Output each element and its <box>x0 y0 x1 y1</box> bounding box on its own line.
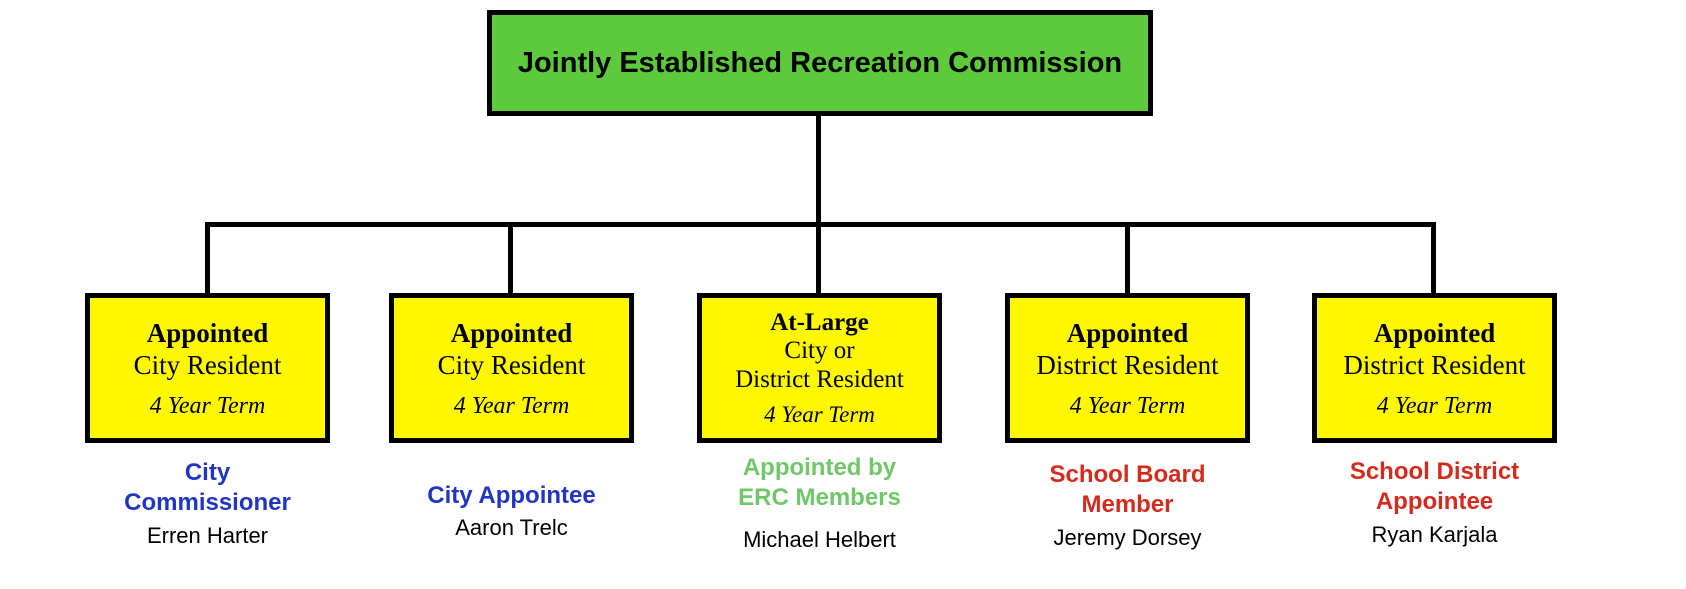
box-title: Appointed <box>1373 317 1496 348</box>
member-name: Jeremy Dorsey <box>1053 524 1202 550</box>
connector-drop-2 <box>508 222 513 296</box>
connector-drop-4 <box>1125 222 1130 296</box>
box-term: 4 Year Term <box>1376 392 1493 419</box>
box-title: Appointed <box>1066 317 1189 348</box>
role-line-2: Appointee <box>1375 488 1494 516</box>
box-term: 4 Year Term <box>764 401 875 427</box>
connector-horizontal-bar <box>205 222 1436 227</box>
member-name: Michael Helbert <box>743 526 896 552</box>
node-label-5: School District Appointee Ryan Karjala <box>1312 457 1557 548</box>
node-box-district-resident-2: Appointed District Resident 4 Year Term <box>1312 293 1557 443</box>
node-box-district-resident-1: Appointed District Resident 4 Year Term <box>1005 293 1250 443</box>
box-term: 4 Year Term <box>149 392 266 419</box>
role-label: School District Appointee <box>1312 457 1557 518</box>
node-label-3: Appointed by ERC Members Michael Helbert <box>697 453 942 553</box>
box-subtitle: City or <box>784 337 855 365</box>
member-name: Aaron Trelc <box>455 515 568 541</box>
role-line-1: City Appointee <box>427 482 596 509</box>
node-box-at-large: At-Large City or District Resident 4 Yea… <box>697 293 942 443</box>
box-subtitle: District Resident <box>1036 350 1219 381</box>
role-line-2: Member <box>1081 491 1174 519</box>
box-subtitle: District Resident <box>1343 350 1526 381</box>
role-label: City Appointee <box>389 481 634 511</box>
node-box-city-resident-2: Appointed City Resident 4 Year Term <box>389 293 634 443</box>
member-name: Erren Harter <box>146 522 269 548</box>
connector-drop-1 <box>205 222 210 296</box>
role-label: School Board Member <box>1005 460 1250 521</box>
box-term: 4 Year Term <box>453 392 570 419</box>
node-label-4: School Board Member Jeremy Dorsey <box>1005 460 1250 551</box>
root-commission-box: Jointly Established Recreation Commissio… <box>487 10 1153 116</box>
role-line-1: School District <box>1349 458 1520 485</box>
role-line-2: Commissioner <box>124 489 291 517</box>
node-box-city-resident-1: Appointed City Resident 4 Year Term <box>85 293 330 443</box>
role-line-1: Appointed by <box>742 454 897 481</box>
box-term: 4 Year Term <box>1069 392 1186 419</box>
member-name: Ryan Karjala <box>1371 521 1498 547</box>
box-subtitle: City Resident <box>437 350 586 381</box>
connector-stem-vertical <box>816 114 821 296</box>
connector-drop-5 <box>1431 222 1436 296</box>
role-line-1: School Board <box>1049 461 1206 488</box>
box-title: At-Large <box>770 308 869 336</box>
role-line-1: City <box>184 459 231 486</box>
box-subtitle-2: District Resident <box>735 366 904 394</box>
node-label-2: City Appointee Aaron Trelc <box>389 481 634 542</box>
role-label: City Commissioner <box>85 458 330 519</box>
role-label: Appointed by ERC Members <box>697 453 942 514</box>
box-title: Appointed <box>146 317 269 348</box>
node-label-1: City Commissioner Erren Harter <box>85 458 330 549</box>
box-title: Appointed <box>450 317 573 348</box>
role-line-2: ERC Members <box>738 484 901 512</box>
root-commission-title: Jointly Established Recreation Commissio… <box>517 46 1123 79</box>
box-subtitle: City Resident <box>133 350 282 381</box>
